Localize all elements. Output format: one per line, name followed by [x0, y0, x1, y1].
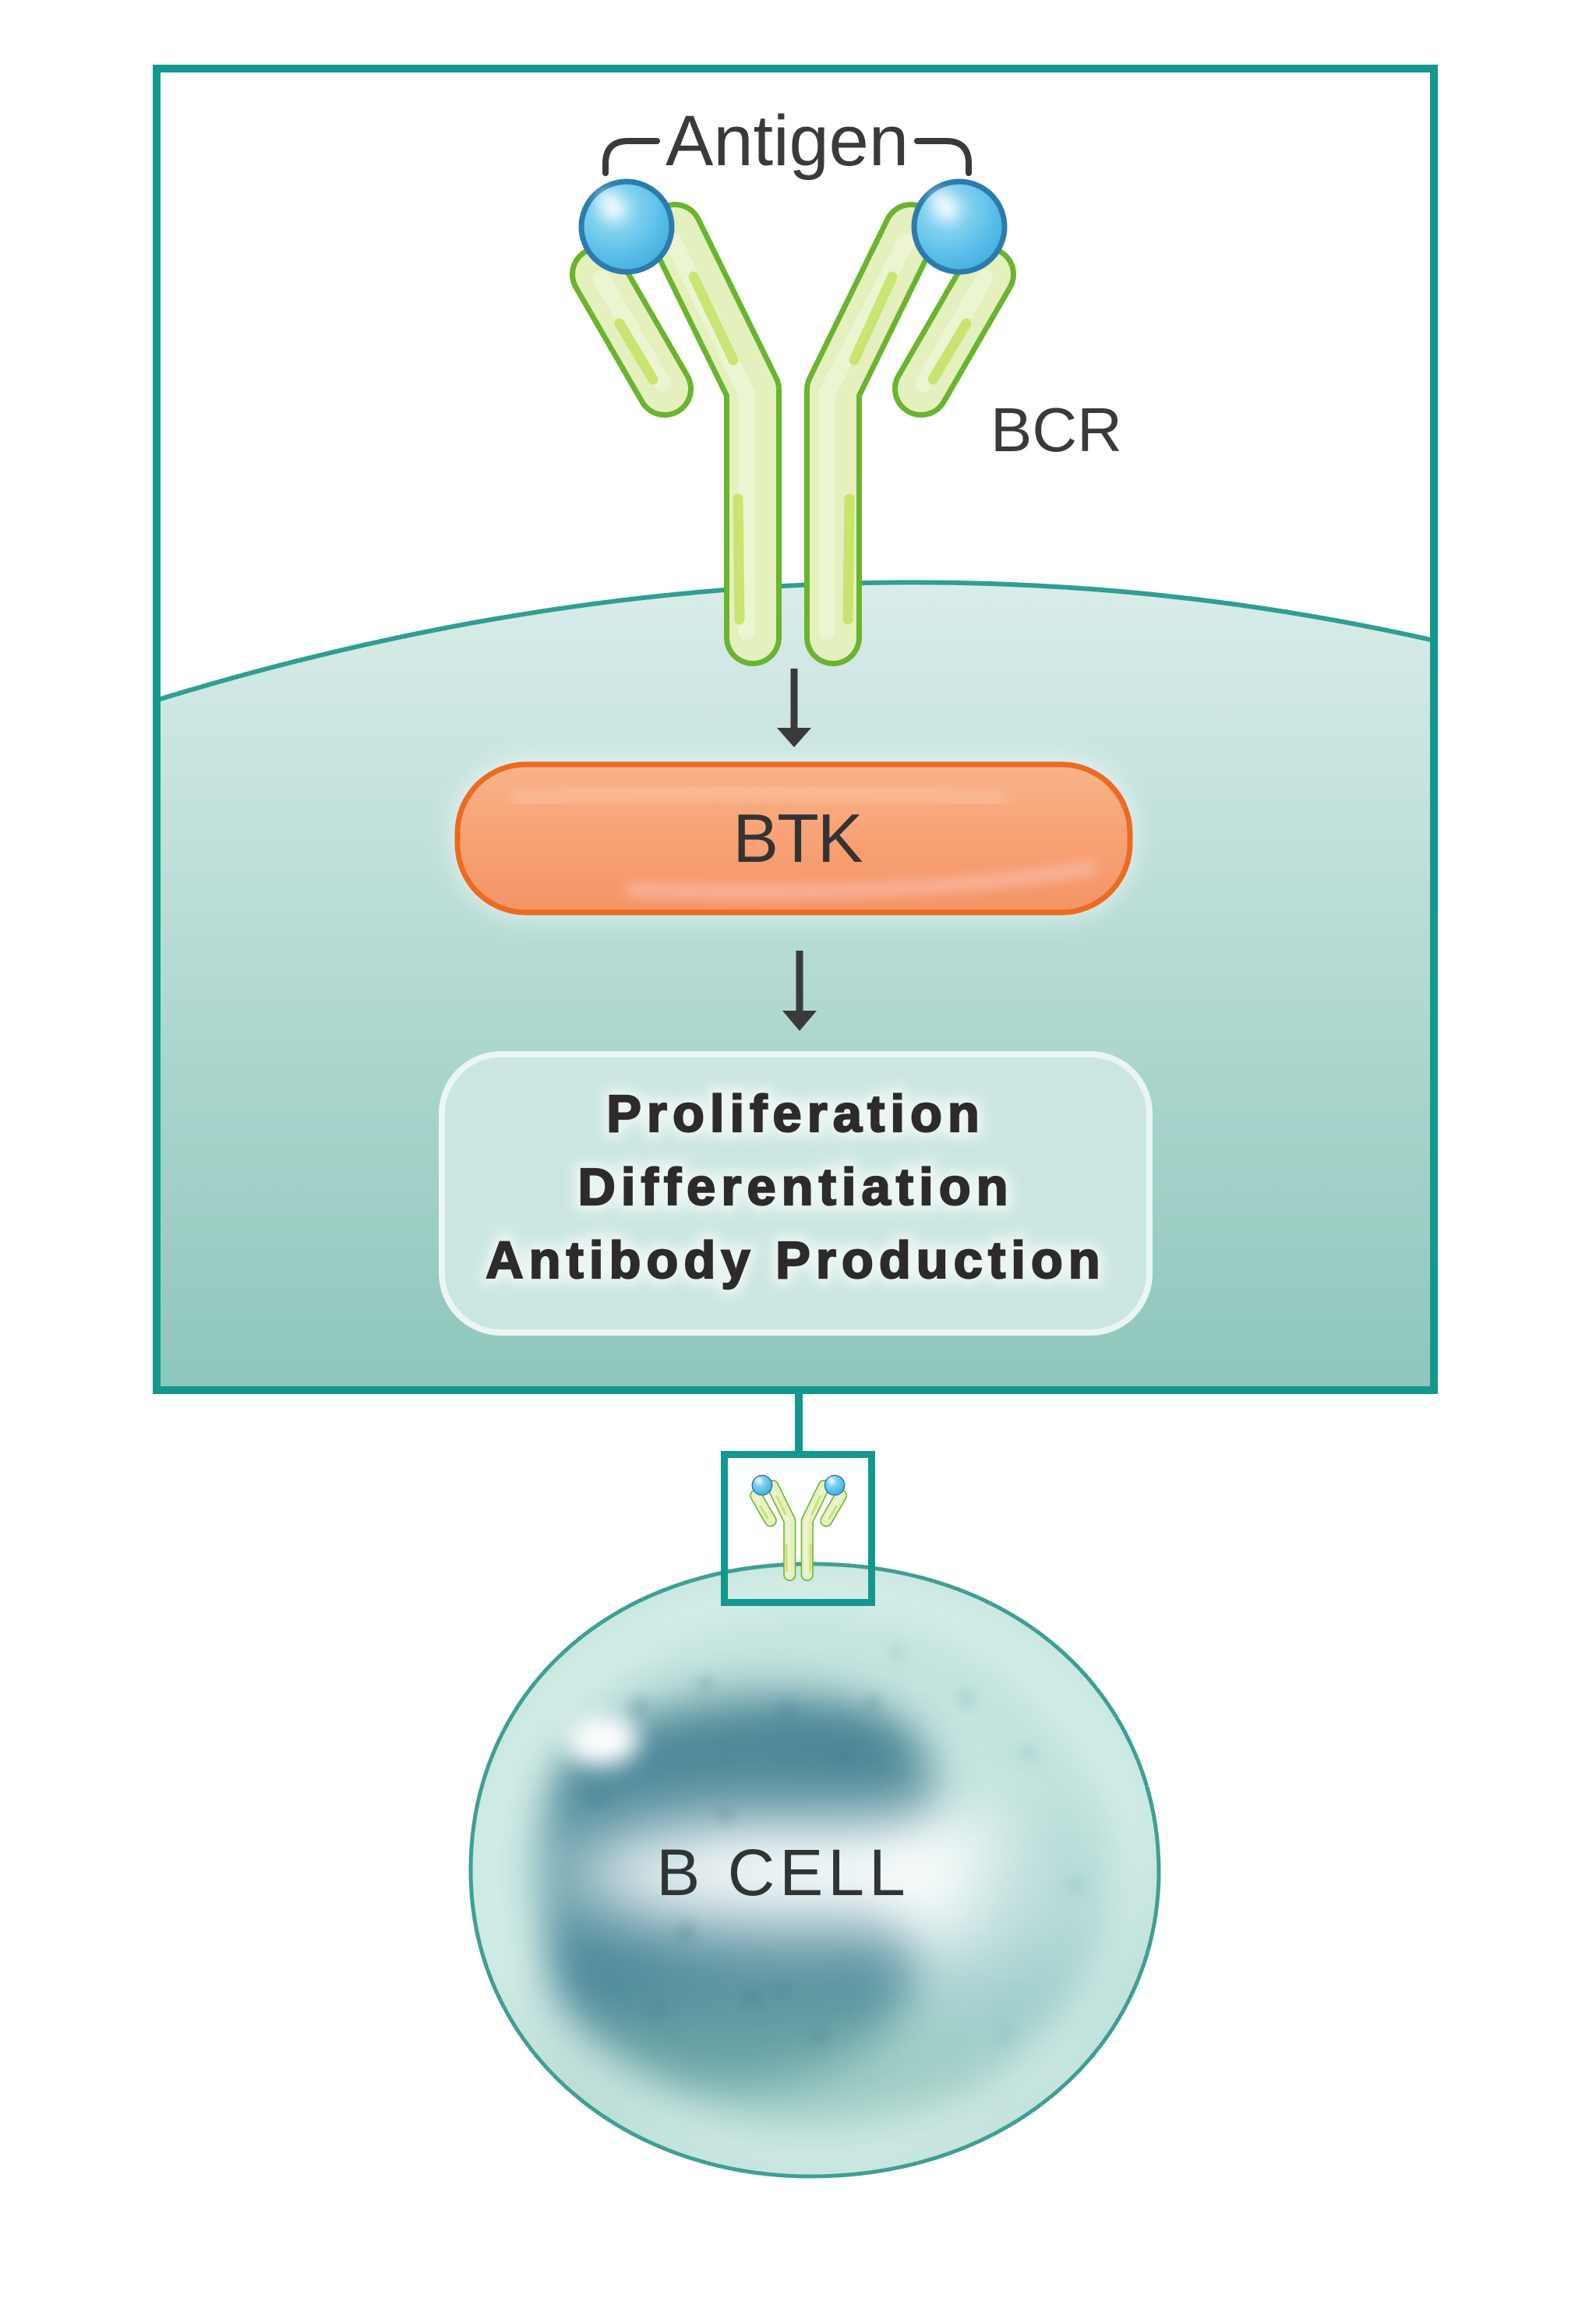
svg-text:Proliferation: Proliferation: [606, 1085, 985, 1143]
svg-text:BTK: BTK: [733, 799, 862, 877]
svg-text:Antibody Production: Antibody Production: [486, 1231, 1105, 1290]
svg-text:Antibody Production: Antibody Production: [486, 1231, 1105, 1290]
svg-text:Differentiation: Differentiation: [577, 1158, 1013, 1216]
svg-text:Antigen: Antigen: [666, 101, 909, 181]
svg-text:Proliferation: Proliferation: [606, 1085, 985, 1143]
svg-text:BCR: BCR: [990, 395, 1122, 464]
svg-text:Differentiation: Differentiation: [577, 1158, 1013, 1216]
svg-text:B CELL: B CELL: [656, 1836, 910, 1909]
